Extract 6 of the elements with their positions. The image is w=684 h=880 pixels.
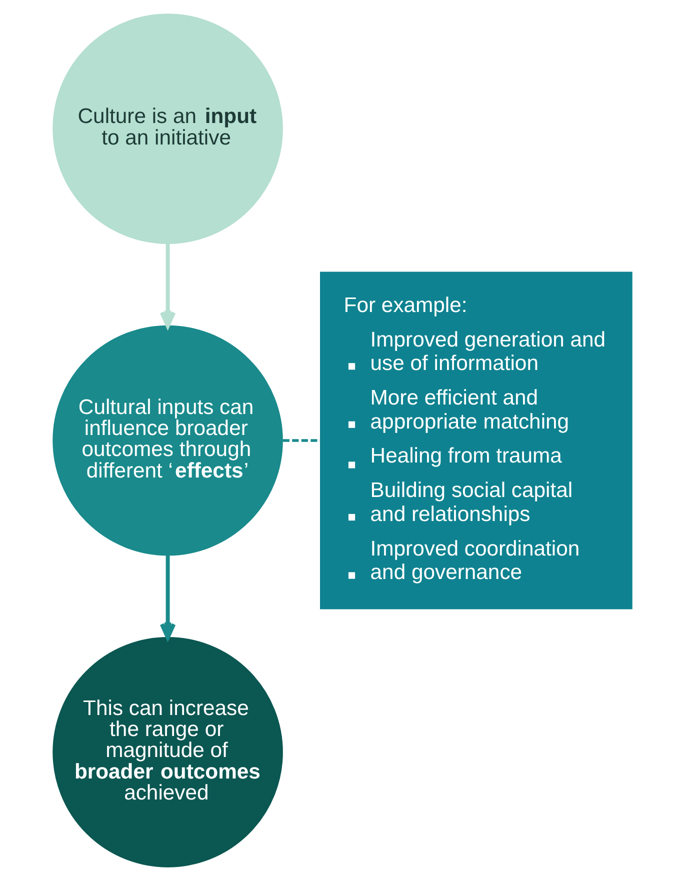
node-circle: Culture is an input to an initiative bbox=[52, 13, 282, 244]
node-circle: Cultural inputs can influence broader outcomes through different ‘effects’ bbox=[52, 324, 282, 556]
arrow bbox=[159, 554, 176, 640]
connector bbox=[282, 438, 320, 442]
node-box: For example: Improved generation and use of information More efficient and appropriate matching Healing from trauma Building social capital and relationships Improved coordination and governance bbox=[320, 271, 632, 609]
node-circle: This can increase the range or magnitude of broader outcomes achieved bbox=[52, 636, 282, 867]
